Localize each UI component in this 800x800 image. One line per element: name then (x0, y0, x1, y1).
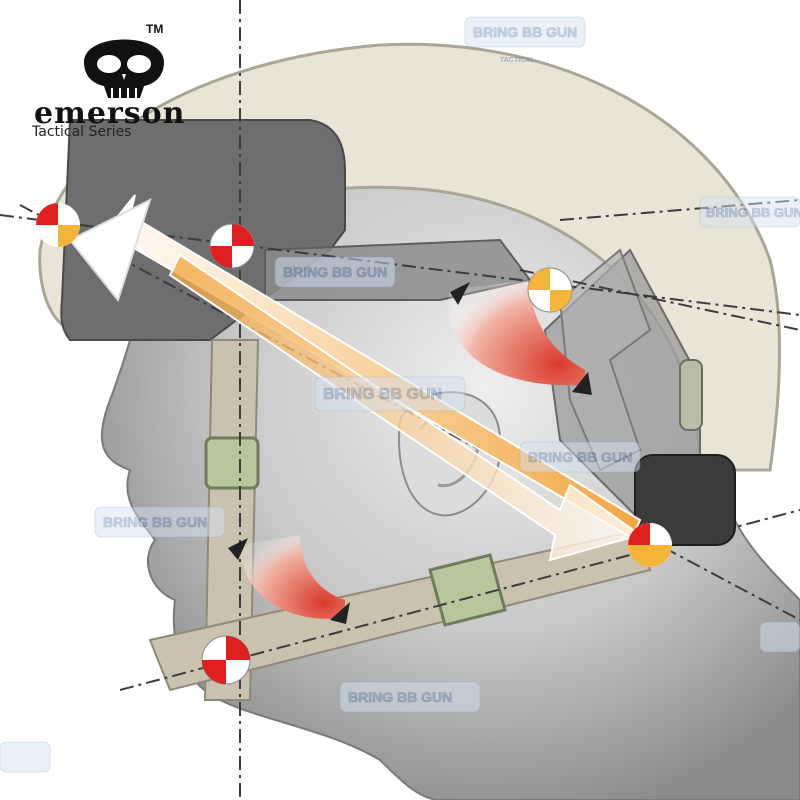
watermark-text: BRING BB GUN (528, 449, 632, 465)
rotation-arrowhead-4 (330, 602, 350, 624)
target-marker-chin-icon (201, 635, 251, 685)
watermark-subtext: TACTICAL (500, 57, 535, 64)
brand-name: emerson (34, 96, 186, 131)
target-marker-front-icon (36, 203, 80, 247)
watermark-text: BRING BB GUN (323, 386, 442, 403)
side-buckle (428, 553, 507, 627)
target-marker-rear-icon (628, 523, 672, 567)
skull-icon (84, 39, 164, 98)
brand-logo: TM emerson Tactical Series (24, 22, 194, 142)
rotation-arc-bottom-icon (240, 535, 345, 619)
brand-series: Tactical Series (32, 124, 132, 140)
rotation-arrowhead-3 (228, 538, 248, 560)
watermarks: BRING BB GUN BRING BB GUN BRING BB GUN B… (0, 16, 800, 773)
adjustment-dial (634, 454, 736, 546)
rotation-arc-top-icon (448, 280, 585, 386)
watermark-text: BRING BB GUN (103, 514, 207, 530)
watermark-text: BRING BB GUN (283, 264, 387, 280)
rotation-arrowhead-1 (450, 282, 470, 305)
target-marker-pad-icon (209, 223, 255, 269)
trademark: TM (146, 22, 164, 36)
watermark-text: BRING BB GUN (706, 205, 800, 220)
rotation-arrowhead-2 (572, 372, 592, 395)
rear-clip (679, 359, 703, 431)
front-buckle (204, 436, 260, 490)
target-marker-top-strap-icon (527, 267, 573, 313)
watermark-text: BRING BB GUN (473, 24, 577, 40)
watermark-text: BRING BB GUN (348, 689, 452, 705)
